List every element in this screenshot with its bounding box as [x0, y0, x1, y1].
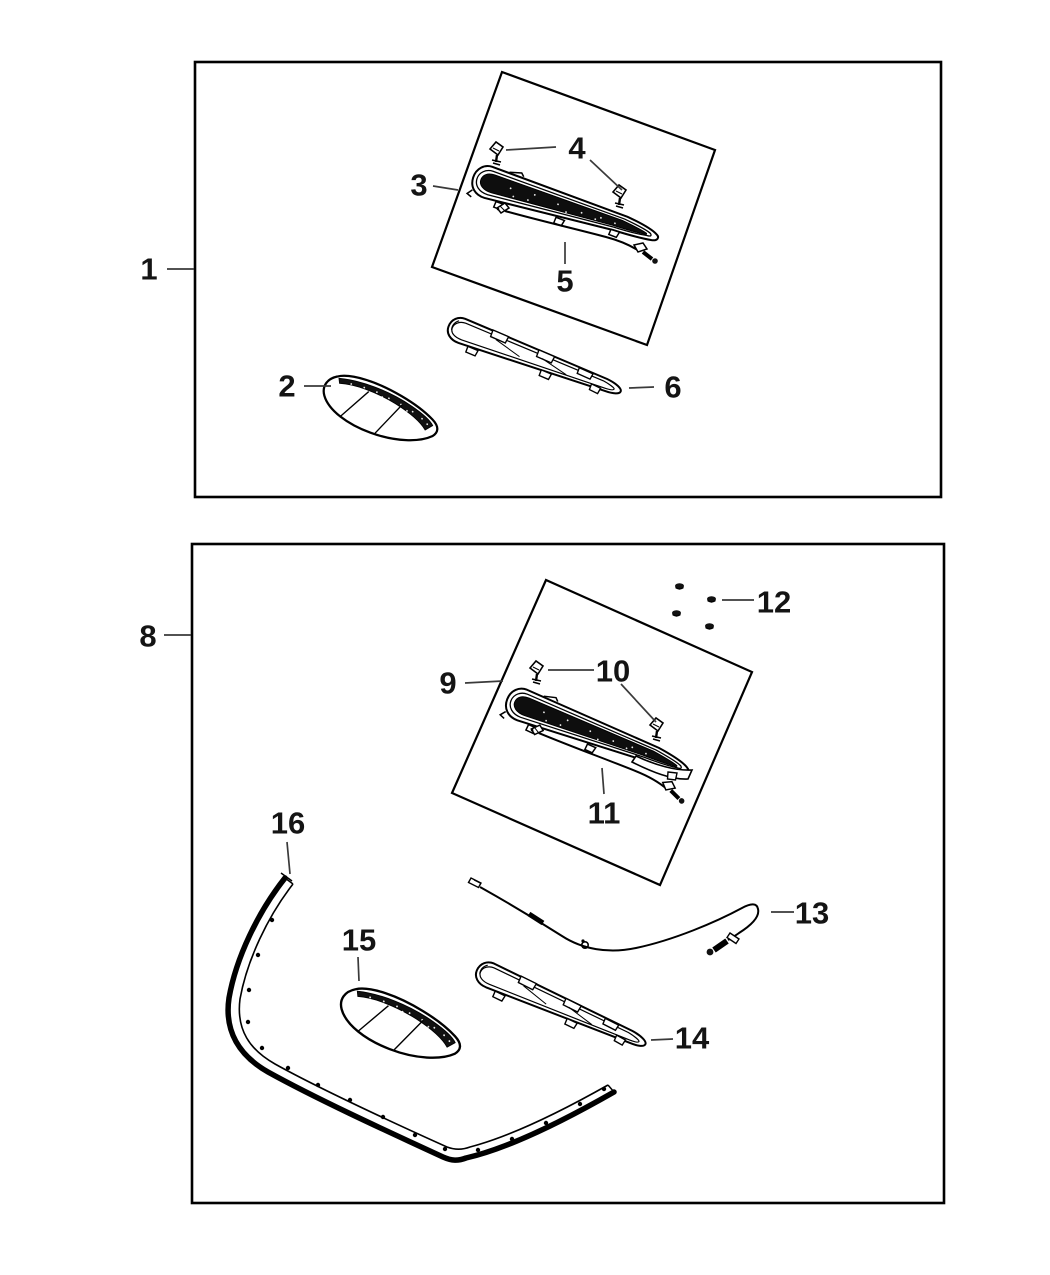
part-9-flange-clip: [666, 771, 678, 781]
part-12-nut-4: [704, 622, 715, 630]
leader-4b: [589, 159, 623, 191]
callout-10: 10: [595, 653, 631, 689]
part-13-release-cable: [467, 877, 760, 956]
part-15-scoop-bezel: [330, 978, 470, 1074]
callout-3: 3: [410, 167, 428, 203]
callout-4: 4: [568, 130, 586, 166]
callout-6: 6: [664, 369, 682, 405]
leader-11: [601, 767, 605, 795]
leader-3: [432, 185, 459, 191]
leader-6: [628, 386, 655, 389]
part-16-hood-seal: [225, 872, 617, 1163]
seal-fastener-holes: [245, 917, 607, 1153]
callout-11: 11: [587, 795, 621, 831]
leader-14: [650, 1038, 674, 1041]
callout-15: 15: [341, 922, 377, 958]
assembly-group-1: [193, 60, 943, 499]
callout-13: 13: [794, 895, 830, 931]
part-12-nut-3: [671, 609, 682, 617]
callout-14: 14: [674, 1020, 710, 1056]
leader-9: [464, 680, 504, 684]
part-4-fastener-left: [488, 140, 505, 167]
callout-leader-lines: [164, 146, 794, 1041]
group-8-inner-panel-box: [450, 578, 754, 887]
part-14-mounting-frame: [468, 957, 653, 1061]
group-8-border-box: [190, 542, 946, 1205]
callout-2: 2: [278, 368, 296, 404]
part-2-scoop-bezel: [313, 366, 447, 456]
part-12-nut-1: [674, 582, 685, 590]
callout-5: 5: [556, 263, 574, 299]
callout-1: 1: [140, 251, 158, 287]
leader-16: [286, 841, 291, 875]
leader-10b: [620, 683, 657, 723]
group-1-inner-panel-box: [430, 70, 717, 347]
callout-12: 12: [756, 584, 792, 620]
part-12-nut-2: [706, 595, 717, 603]
part-10-fastener-left: [528, 659, 545, 686]
leader-4a: [505, 146, 557, 151]
callout-8: 8: [139, 618, 157, 654]
callout-9: 9: [439, 665, 457, 701]
assembly-group-8: [190, 542, 946, 1205]
group-1-border-box: [193, 60, 943, 499]
leader-15: [357, 956, 360, 982]
callout-16: 16: [270, 805, 306, 841]
